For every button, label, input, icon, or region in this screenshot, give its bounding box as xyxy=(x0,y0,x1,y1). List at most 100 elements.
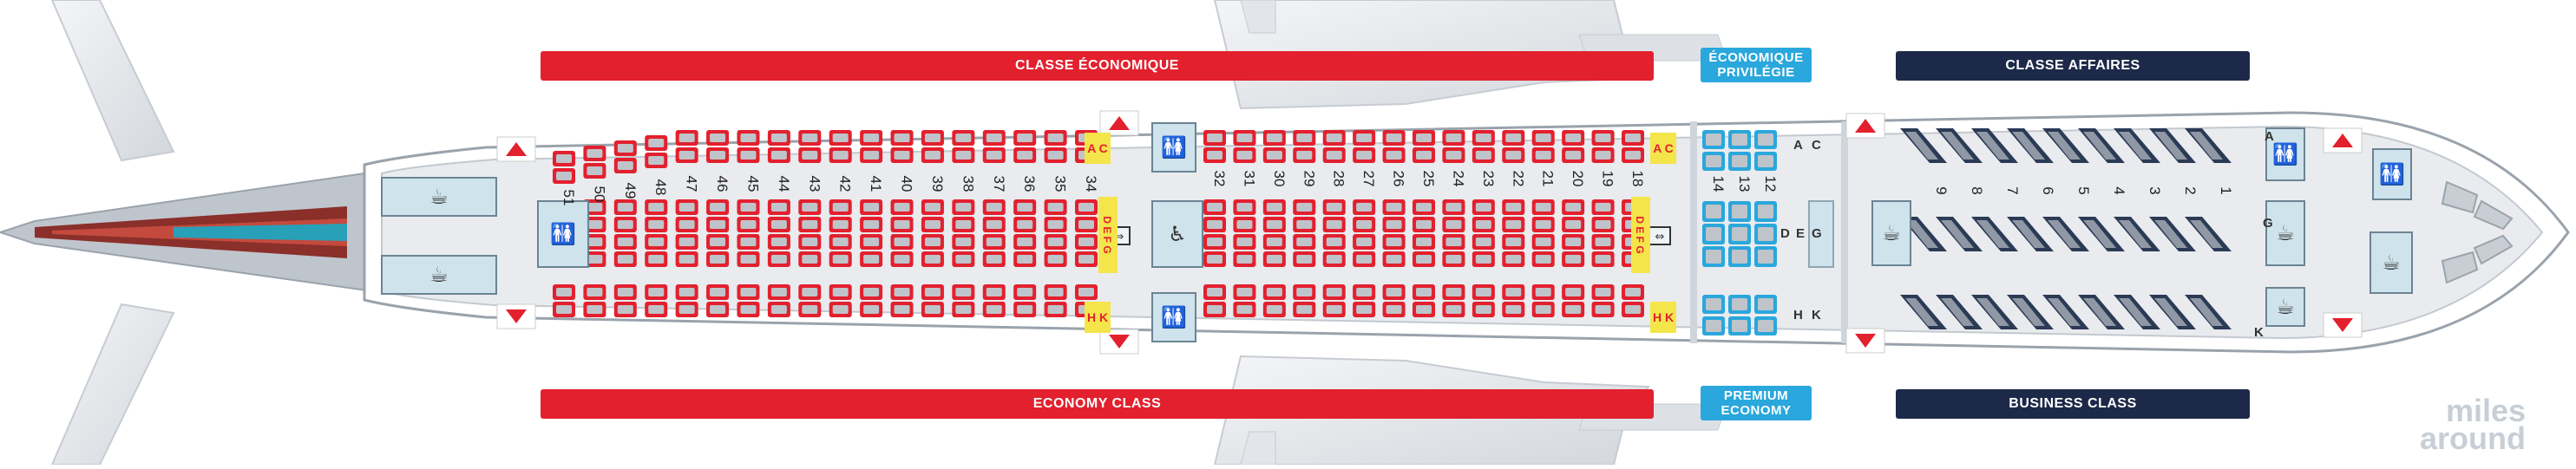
eco-seat-20F[interactable] xyxy=(1562,234,1585,250)
prem-seat-14C[interactable] xyxy=(1702,152,1725,171)
eco-seat-27A[interactable] xyxy=(1353,130,1376,146)
eco-seat-27K[interactable] xyxy=(1353,302,1376,317)
eco-seat-51A[interactable] xyxy=(553,151,575,166)
bus-seat-5G[interactable] xyxy=(2042,217,2089,251)
eco-seat-41D[interactable] xyxy=(860,199,883,215)
eco-seat-45H[interactable] xyxy=(737,284,760,300)
bus-seat-4K[interactable] xyxy=(2078,295,2125,329)
eco-seat-24H[interactable] xyxy=(1442,284,1465,300)
eco-seat-44A[interactable] xyxy=(767,130,790,146)
eco-seat-41E[interactable] xyxy=(860,217,883,232)
bus-seat-9G[interactable] xyxy=(1900,217,1947,251)
eco-seat-48E[interactable] xyxy=(645,217,668,232)
eco-seat-20A[interactable] xyxy=(1562,130,1585,146)
eco-seat-42F[interactable] xyxy=(829,234,852,250)
eco-seat-35G[interactable] xyxy=(1044,251,1067,267)
bus-seat-6A[interactable] xyxy=(2007,128,2054,163)
prem-seat-13E[interactable] xyxy=(1728,224,1751,244)
eco-seat-26D[interactable] xyxy=(1382,199,1406,215)
bus-seat-8G[interactable] xyxy=(1936,217,1983,251)
eco-seat-21H[interactable] xyxy=(1531,284,1555,300)
eco-seat-26H[interactable] xyxy=(1382,284,1406,300)
eco-seat-37G[interactable] xyxy=(982,251,1006,267)
eco-seat-37A[interactable] xyxy=(982,130,1006,146)
bus-seat-4G[interactable] xyxy=(2078,217,2125,251)
eco-seat-38E[interactable] xyxy=(952,217,975,232)
bus-seat-7A[interactable] xyxy=(1971,128,2018,163)
eco-seat-34H[interactable] xyxy=(1075,284,1098,300)
eco-seat-28A[interactable] xyxy=(1322,130,1346,146)
eco-seat-31D[interactable] xyxy=(1233,199,1256,215)
eco-seat-32C[interactable] xyxy=(1203,147,1226,163)
eco-seat-31G[interactable] xyxy=(1233,251,1256,267)
eco-seat-36K[interactable] xyxy=(1013,302,1037,317)
eco-seat-45G[interactable] xyxy=(737,251,760,267)
eco-seat-36F[interactable] xyxy=(1013,234,1037,250)
eco-seat-23A[interactable] xyxy=(1472,130,1495,146)
eco-seat-49K[interactable] xyxy=(613,302,637,317)
bus-seat-5K[interactable] xyxy=(2042,295,2089,329)
eco-seat-31K[interactable] xyxy=(1233,302,1256,317)
eco-seat-38F[interactable] xyxy=(952,234,975,250)
eco-seat-27H[interactable] xyxy=(1353,284,1376,300)
eco-seat-31F[interactable] xyxy=(1233,234,1256,250)
eco-seat-19E[interactable] xyxy=(1591,217,1615,232)
eco-seat-29G[interactable] xyxy=(1293,251,1316,267)
eco-seat-46C[interactable] xyxy=(706,147,730,163)
eco-seat-46H[interactable] xyxy=(706,284,730,300)
prem-seat-12A[interactable] xyxy=(1754,130,1777,149)
eco-seat-21D[interactable] xyxy=(1531,199,1555,215)
eco-seat-37D[interactable] xyxy=(982,199,1006,215)
eco-seat-39E[interactable] xyxy=(921,217,944,232)
eco-seat-50A[interactable] xyxy=(583,146,606,161)
eco-seat-41F[interactable] xyxy=(860,234,883,250)
eco-seat-32D[interactable] xyxy=(1203,199,1226,215)
eco-seat-44C[interactable] xyxy=(767,147,790,163)
prem-seat-13K[interactable] xyxy=(1728,316,1751,335)
eco-seat-40H[interactable] xyxy=(890,284,914,300)
eco-seat-23G[interactable] xyxy=(1472,251,1495,267)
eco-seat-36D[interactable] xyxy=(1013,199,1037,215)
eco-seat-48A[interactable] xyxy=(645,135,668,151)
eco-seat-24C[interactable] xyxy=(1442,147,1465,163)
eco-seat-37H[interactable] xyxy=(982,284,1006,300)
prem-seat-14K[interactable] xyxy=(1702,316,1725,335)
eco-seat-32K[interactable] xyxy=(1203,302,1226,317)
eco-seat-19G[interactable] xyxy=(1591,251,1615,267)
eco-seat-21G[interactable] xyxy=(1531,251,1555,267)
eco-seat-28F[interactable] xyxy=(1322,234,1346,250)
eco-seat-31C[interactable] xyxy=(1233,147,1256,163)
eco-seat-30G[interactable] xyxy=(1262,251,1286,267)
bus-seat-1A[interactable] xyxy=(2185,128,2232,163)
eco-seat-23C[interactable] xyxy=(1472,147,1495,163)
eco-seat-42K[interactable] xyxy=(829,302,852,317)
prem-seat-13C[interactable] xyxy=(1728,152,1751,171)
eco-seat-41K[interactable] xyxy=(860,302,883,317)
eco-seat-25G[interactable] xyxy=(1413,251,1435,267)
eco-seat-39A[interactable] xyxy=(921,130,944,146)
eco-seat-28C[interactable] xyxy=(1322,147,1346,163)
eco-seat-39H[interactable] xyxy=(921,284,944,300)
prem-seat-14D[interactable] xyxy=(1702,201,1725,222)
eco-seat-26E[interactable] xyxy=(1382,217,1406,232)
eco-seat-44E[interactable] xyxy=(767,217,790,232)
bus-seat-3G[interactable] xyxy=(2114,217,2160,251)
eco-seat-30C[interactable] xyxy=(1262,147,1286,163)
eco-seat-20G[interactable] xyxy=(1562,251,1585,267)
prem-seat-12K[interactable] xyxy=(1754,316,1777,335)
eco-seat-23F[interactable] xyxy=(1472,234,1495,250)
eco-seat-43G[interactable] xyxy=(798,251,822,267)
eco-seat-25C[interactable] xyxy=(1413,147,1435,163)
eco-seat-21E[interactable] xyxy=(1531,217,1555,232)
eco-seat-24E[interactable] xyxy=(1442,217,1465,232)
prem-seat-14G[interactable] xyxy=(1702,246,1725,267)
bus-seat-6K[interactable] xyxy=(2007,295,2054,329)
eco-seat-22A[interactable] xyxy=(1502,130,1525,146)
eco-seat-25F[interactable] xyxy=(1413,234,1435,250)
eco-seat-20E[interactable] xyxy=(1562,217,1585,232)
eco-seat-41C[interactable] xyxy=(860,147,883,163)
bus-seat-8A[interactable] xyxy=(1936,128,1983,163)
bus-seat-1G[interactable] xyxy=(2185,217,2232,251)
eco-seat-19F[interactable] xyxy=(1591,234,1615,250)
eco-seat-30D[interactable] xyxy=(1262,199,1286,215)
